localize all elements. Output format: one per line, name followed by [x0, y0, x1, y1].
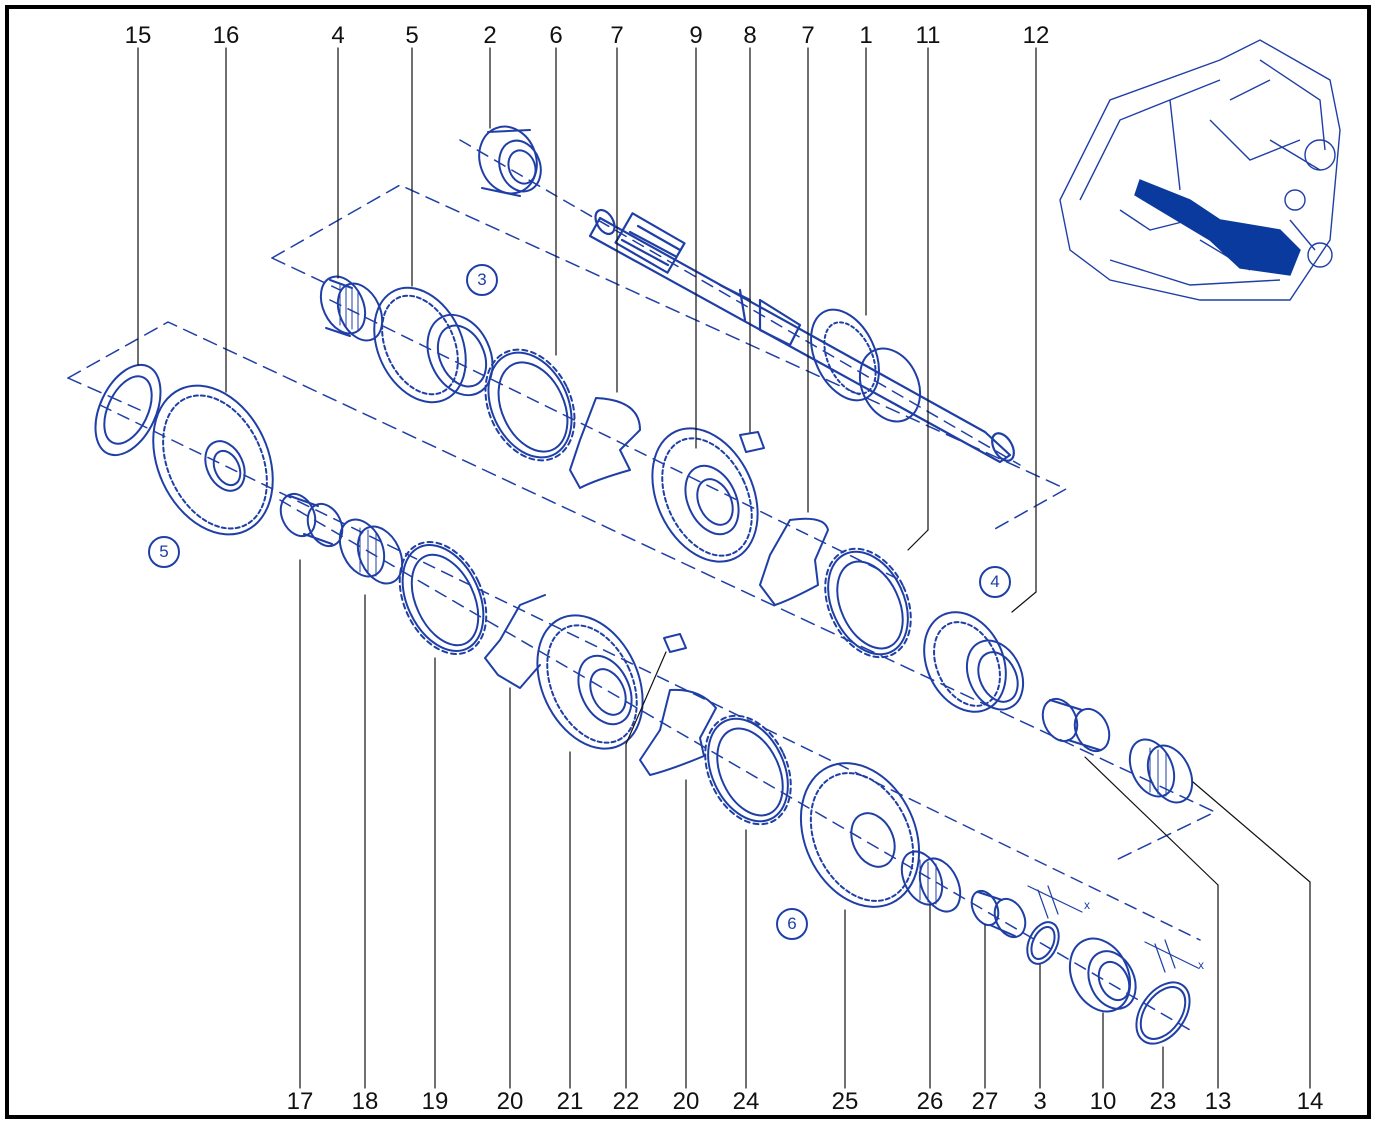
bushing-13 [1041, 697, 1111, 753]
gearbox-assembly-icon [1059, 39, 1341, 301]
key-8 [739, 431, 765, 453]
label-bottom: 3 [1033, 1088, 1047, 1115]
label-top: 4 [331, 22, 345, 49]
gear-25 [799, 762, 921, 908]
synchro-ring-24 [704, 714, 792, 826]
circlip-3 [1026, 921, 1060, 965]
label-top: 9 [689, 22, 703, 49]
dimension-label: x [1084, 898, 1090, 912]
group-marker: 6 [776, 908, 808, 940]
gear-9 [651, 427, 759, 563]
synchro-ring-6 [484, 348, 576, 462]
bearing-2 [478, 125, 542, 197]
diagram-frame [5, 5, 1371, 1119]
spring-clip-7-upper [569, 397, 641, 489]
bearing-10 [1068, 937, 1137, 1013]
label-bottom: 13 [1204, 1088, 1232, 1115]
needle-bearing-26 [900, 850, 962, 913]
main-shaft [588, 208, 1015, 464]
label-top: 2 [483, 22, 497, 49]
gear-1 [810, 308, 922, 423]
gear-16 [152, 384, 274, 536]
bushing-27 [970, 889, 1027, 939]
label-top: 7 [610, 22, 624, 49]
key-22 [663, 633, 687, 653]
label-top: 12 [1022, 22, 1050, 49]
group-box-upper [271, 184, 1067, 531]
label-bottom: 17 [286, 1088, 314, 1115]
label-top: 7 [801, 22, 815, 49]
gear-12 [923, 611, 1025, 713]
spring-clip-7-lower [759, 517, 829, 606]
bushing-17 [279, 492, 344, 548]
dimension-label: x [1198, 958, 1204, 972]
label-top: 5 [405, 22, 419, 49]
label-bottom: 27 [971, 1088, 999, 1115]
spring-clip-20-right [639, 688, 717, 776]
spring-clip-20-left [484, 594, 546, 689]
label-bottom: 18 [351, 1088, 379, 1115]
thrust-washer-15 [94, 363, 162, 457]
label-bottom: 14 [1296, 1088, 1324, 1115]
synchro-ring-11 [824, 547, 912, 659]
label-bottom: 20 [496, 1088, 524, 1115]
needle-bearing-4 [319, 275, 384, 342]
group-marker: 5 [148, 536, 180, 568]
leader-lines [137, 47, 1311, 1089]
gear-21 [536, 614, 644, 750]
label-bottom: 26 [916, 1088, 944, 1115]
group-marker: 3 [466, 264, 498, 296]
label-top: 6 [549, 22, 563, 49]
label-bottom: 21 [556, 1088, 584, 1115]
group-box-lower [67, 321, 1216, 863]
label-bottom: 19 [421, 1088, 449, 1115]
label-bottom: 25 [831, 1088, 859, 1115]
label-top: 11 [915, 22, 941, 49]
label-top: 1 [859, 22, 873, 49]
label-bottom: 22 [612, 1088, 640, 1115]
needle-bearing-14 [1128, 738, 1194, 804]
label-bottom: 23 [1149, 1088, 1177, 1115]
axis-lines [99, 139, 1201, 1031]
needle-bearing-18 [338, 518, 404, 585]
group-marker: 4 [979, 566, 1011, 598]
label-top: 8 [743, 22, 757, 49]
dimension-x-lower [1144, 939, 1199, 973]
label-top: 15 [124, 22, 152, 49]
label-bottom: 10 [1089, 1088, 1117, 1115]
gear-5 [373, 286, 494, 404]
label-bottom: 24 [732, 1088, 760, 1115]
label-top: 16 [212, 22, 240, 49]
synchro-ring-19 [398, 541, 488, 655]
label-bottom: 20 [672, 1088, 700, 1115]
ring-23 [1135, 981, 1191, 1045]
dimension-x-upper [1027, 885, 1083, 919]
